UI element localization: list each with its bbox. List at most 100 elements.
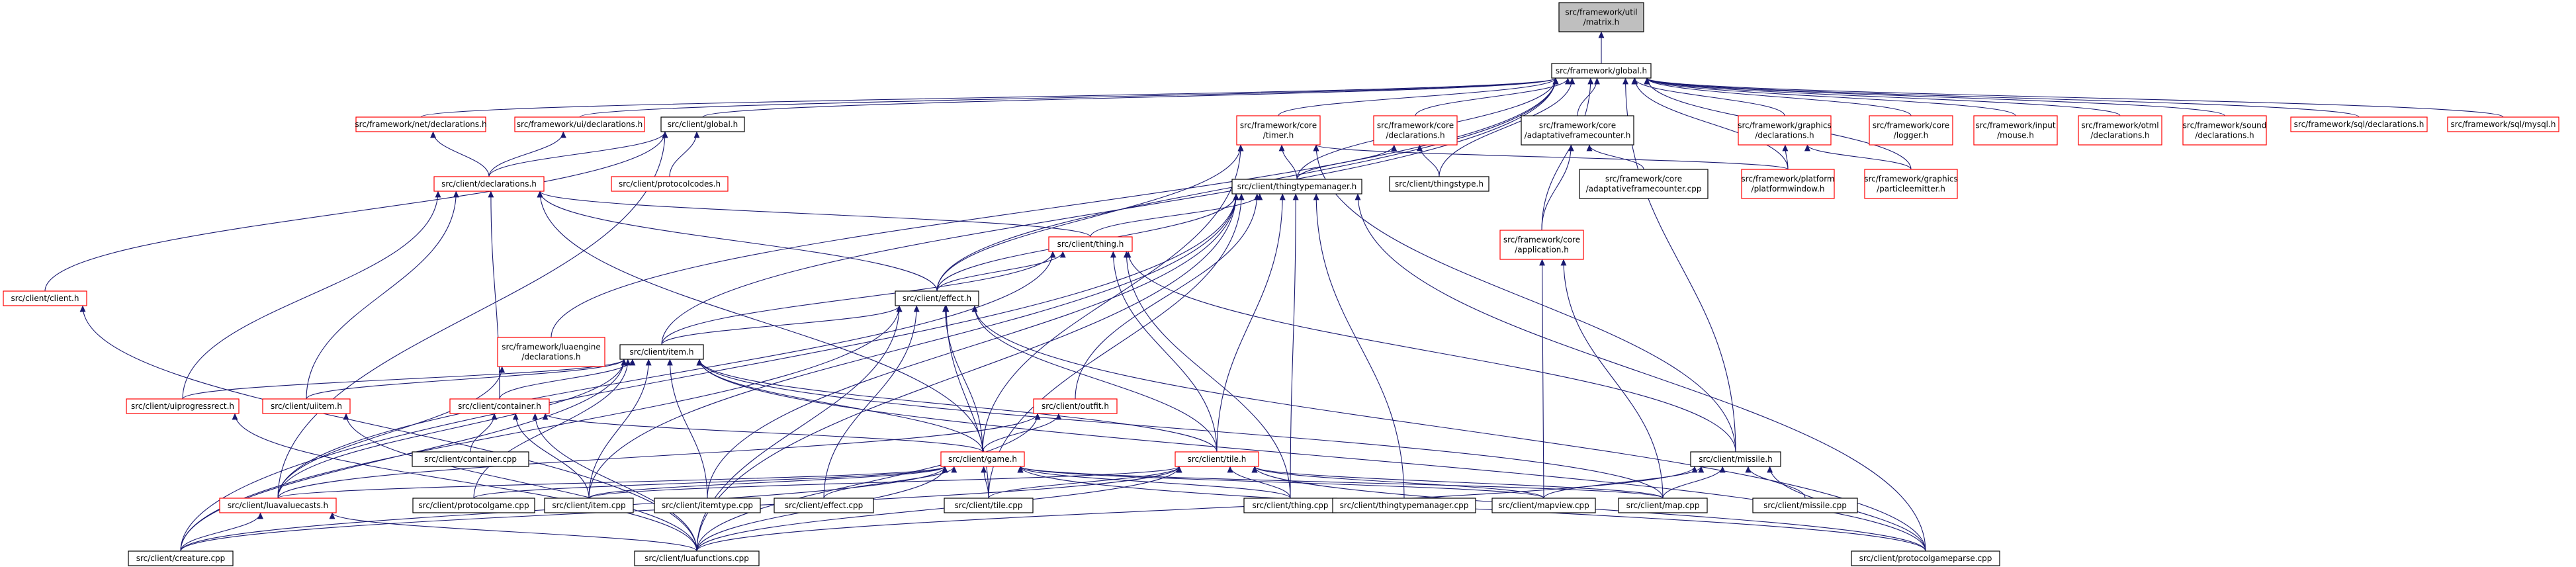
node-box	[660, 116, 745, 132]
node-label: src/client/creature.cpp	[136, 554, 226, 563]
node-box	[1231, 179, 1362, 195]
node-client-global[interactable]: src/client/global.h	[660, 116, 745, 132]
edge-platformwindow-to-core-timer	[1313, 144, 1789, 170]
node-outfit-h[interactable]: src/client/outfit.h	[1033, 398, 1118, 414]
node-luaengine-decl[interactable]: src/framework/luaengine/declarations.h	[497, 337, 605, 367]
node-label: src/framework/otml	[2081, 121, 2158, 130]
node-gfx-decl[interactable]: src/framework/graphics/declarations.h	[1738, 115, 1832, 146]
node-core-decl[interactable]: src/framework/core/declarations.h	[1373, 115, 1458, 146]
edge-net-decl-to-global-fw	[420, 77, 1558, 118]
node-tile-cpp[interactable]: src/client/tile.cpp	[944, 498, 1034, 513]
edge-tile-cpp-to-game-h	[981, 466, 989, 499]
node-net-decl[interactable]: src/framework/net/declarations.h	[355, 116, 487, 132]
node-particleemitter[interactable]: src/framework/graphics/particleemitter.h	[1864, 169, 1958, 199]
node-container-cpp[interactable]: src/client/container.cpp	[412, 451, 529, 467]
node-box	[1175, 451, 1259, 467]
edge-missile-h-to-core-timer	[1313, 144, 1736, 453]
node-label: src/client/tile.h	[1188, 455, 1247, 464]
node-map-cpp[interactable]: src/client/map.cpp	[1618, 498, 1708, 513]
node-creature-cpp[interactable]: src/client/creature.cpp	[128, 550, 234, 566]
node-otml-decl[interactable]: src/framework/otml/declarations.h	[2078, 115, 2162, 146]
node-sql-mysql[interactable]: src/framework/sql/mysql.h	[2447, 116, 2559, 132]
node-adaptive-h[interactable]: src/framework/core/adaptativeframecounte…	[1521, 115, 1634, 146]
node-matrix[interactable]: src/framework/util/matrix.h	[1558, 2, 1644, 32]
node-item-cpp[interactable]: src/client/item.cpp	[544, 498, 634, 513]
node-thingtypemanager[interactable]: src/client/thingtypemanager.h	[1231, 179, 1362, 195]
node-label: src/framework/core	[1605, 175, 1682, 184]
node-label: /declarations.h	[1755, 131, 1814, 140]
node-sound-decl[interactable]: src/framework/sound/declarations.h	[2182, 115, 2267, 146]
edge-itemtype-cpp-to-thingtypemanager	[707, 193, 1239, 499]
node-protocolcodes[interactable]: src/client/protocolcodes.h	[611, 176, 729, 192]
node-adaptive-cpp[interactable]: src/framework/core/adaptativeframecounte…	[1579, 169, 1709, 199]
edge-creature-cpp-to-thingtypemanager	[180, 193, 1239, 552]
node-sql-decl[interactable]: src/framework/sql/declarations.h	[2290, 116, 2428, 132]
node-uiprogressrect[interactable]: src/client/uiprogressrect.h	[126, 398, 240, 414]
edge-protocolgame-to-item-h	[473, 359, 631, 499]
node-box	[1851, 550, 2000, 566]
edge-tile-h-to-effect-h	[971, 305, 1218, 453]
edge-luavaluecasts-to-thing-h	[277, 251, 1056, 499]
node-label: src/client/protocolgame.cpp	[418, 501, 529, 510]
edge-sql-mysql-to-global-fw	[1644, 77, 2504, 118]
node-core-app[interactable]: src/framework/core/application.h	[1499, 230, 1584, 260]
node-ui-decl[interactable]: src/framework/ui/declarations.h	[514, 116, 645, 132]
node-label: src/client/tile.cpp	[955, 501, 1023, 510]
node-mapview-cpp[interactable]: src/client/mapview.cpp	[1491, 498, 1596, 513]
node-thing-h[interactable]: src/client/thing.h	[1048, 236, 1133, 252]
node-box	[514, 116, 645, 132]
edge-effect-cpp-to-effect-h	[823, 305, 920, 499]
node-item-h[interactable]: src/client/item.h	[619, 344, 704, 360]
edge-thingtypemanager-to-core-timer	[1278, 144, 1298, 180]
node-box	[2078, 115, 2162, 146]
edge-luaengine-decl-to-global-fw	[551, 77, 1559, 338]
node-luafunctions-cpp[interactable]: src/client/luafunctions.cpp	[634, 550, 760, 566]
node-thingstype[interactable]: src/client/thingstype.h	[1389, 176, 1489, 192]
edge-luafunctions-cpp-to-effect-h	[696, 305, 903, 552]
node-box	[2447, 116, 2559, 132]
node-thingtypemanager-cpp[interactable]: src/client/thingtypemanager.cpp	[1332, 498, 1476, 513]
edge-thing-h-to-thingtypemanager	[1090, 193, 1263, 238]
node-label: src/framework/core	[1503, 236, 1580, 245]
node-label: src/client/luavaluecasts.h	[228, 501, 328, 510]
node-client-decl[interactable]: src/client/declarations.h	[433, 176, 545, 192]
node-label: src/framework/sql/mysql.h	[2451, 120, 2556, 129]
node-effect-cpp[interactable]: src/client/effect.cpp	[774, 498, 874, 513]
node-core-logger[interactable]: src/framework/core/logger.h	[1869, 115, 1953, 146]
edge-gfx-decl-to-global-fw	[1631, 77, 1785, 116]
node-itemtype-cpp[interactable]: src/client/itemtype.cpp	[654, 498, 761, 513]
node-box	[944, 498, 1034, 513]
node-box	[1864, 169, 1958, 199]
node-box	[1551, 63, 1652, 79]
node-label: src/client/container.h	[458, 402, 541, 411]
edge-mapview-cpp-to-missile-h	[1543, 466, 1705, 499]
node-global-fw[interactable]: src/framework/global.h	[1551, 63, 1652, 79]
node-client-h[interactable]: src/client/client.h	[3, 290, 87, 306]
node-missile-h[interactable]: src/client/missile.h	[1690, 451, 1781, 467]
edge-luafunctions-cpp-to-tile-h	[696, 466, 1182, 552]
edge-game-h-to-outfit-h	[982, 413, 1062, 453]
node-label: src/client/thing.cpp	[1252, 501, 1328, 510]
node-game-h[interactable]: src/client/game.h	[940, 451, 1025, 467]
node-uiitem[interactable]: src/client/uiitem.h	[262, 398, 351, 414]
node-container-h[interactable]: src/client/container.h	[449, 398, 550, 414]
node-platformwindow[interactable]: src/framework/platform/platformwindow.h	[1741, 169, 1835, 199]
node-label: /platformwindow.h	[1752, 185, 1825, 194]
edge-luafunctions-cpp-to-uiitem	[343, 413, 697, 552]
node-effect-h[interactable]: src/client/effect.h	[895, 290, 979, 306]
node-protocolgame[interactable]: src/client/protocolgame.cpp	[412, 498, 535, 513]
node-box	[895, 290, 979, 306]
node-label: src/client/missile.h	[1699, 455, 1773, 464]
node-luavaluecasts[interactable]: src/client/luavaluecasts.h	[219, 498, 337, 513]
node-missile-cpp[interactable]: src/client/missile.cpp	[1752, 498, 1858, 513]
node-thing-cpp[interactable]: src/client/thing.cpp	[1243, 498, 1337, 513]
edge-protocolcodes-to-client-global	[669, 131, 700, 177]
node-core-timer[interactable]: src/framework/core/timer.h	[1236, 115, 1321, 146]
node-tile-h[interactable]: src/client/tile.h	[1175, 451, 1259, 467]
edge-luafunctions-cpp-to-outfit-h	[696, 413, 1041, 552]
node-label: src/framework/platform	[1741, 175, 1834, 184]
edge-client-decl-to-client-global	[488, 131, 668, 177]
node-input-mouse[interactable]: src/framework/input/mouse.h	[1973, 115, 2058, 146]
edge-item-cpp-to-tile-h	[588, 466, 1182, 499]
node-protocolgameparse[interactable]: src/client/protocolgameparse.cpp	[1851, 550, 2000, 566]
